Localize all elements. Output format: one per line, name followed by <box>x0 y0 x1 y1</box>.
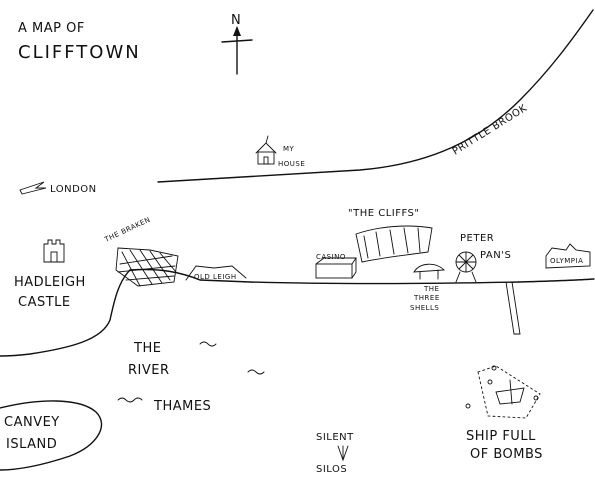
canvey-island-edge <box>0 400 103 471</box>
map-title-line2: CLIFFTOWN <box>18 42 141 63</box>
my-house-label-2: HOUSE <box>278 160 305 168</box>
three-shells-label-3: SHELLS <box>410 304 439 312</box>
river-label-2: RIVER <box>128 363 170 378</box>
olympia-label: OLYMPIA <box>550 257 583 265</box>
coastline <box>129 268 595 285</box>
shipwreck-icon <box>465 365 541 419</box>
hadleigh-label-1: HADLEIGH <box>14 275 86 290</box>
old-leigh-label: OLD LEIGH <box>194 273 237 281</box>
silent-silos-label-2: SILOS <box>316 464 347 475</box>
silent-silos-label-1: SILENT <box>316 432 354 443</box>
three-shells-label-1: THE <box>423 285 439 293</box>
river-label-3: THAMES <box>153 399 211 414</box>
river-label-1: THE <box>133 341 161 356</box>
peter-pans-label-2: PAN'S <box>480 250 511 261</box>
ship-label-1: SHIP FULL <box>466 429 536 444</box>
estuary-edge <box>0 269 131 357</box>
pier-icon <box>505 281 521 335</box>
north-arrow-icon: N <box>221 13 253 75</box>
the-cliffs-label: "THE CLIFFS" <box>348 208 420 219</box>
three-shells-icon <box>413 263 446 280</box>
hadleigh-label-2: CASTLE <box>18 295 71 310</box>
ship-label-2: OF BOMBS <box>470 447 543 462</box>
braken-woods-icon <box>115 247 179 287</box>
olympia-icon <box>545 243 591 269</box>
map-title-line1: A MAP OF <box>18 21 85 36</box>
castle-icon <box>43 239 65 263</box>
cliffs-icon <box>355 225 433 263</box>
casino-icon <box>315 257 357 279</box>
my-house-label-1: MY <box>283 145 295 153</box>
plane-icon <box>19 181 47 195</box>
braken-label: THE BRAKEN <box>103 216 152 245</box>
house-icon <box>255 135 277 165</box>
canvey-label-1: CANVEY <box>4 415 60 430</box>
silos-icon <box>337 445 349 462</box>
london-label: LONDON <box>50 184 97 195</box>
wave-marks <box>117 341 265 403</box>
prittle-brook-label: PRITTLE BROOK <box>451 103 529 158</box>
prittle-brook-line <box>157 9 594 183</box>
old-leigh-icon <box>185 265 247 281</box>
canvey-label-2: ISLAND <box>6 437 57 452</box>
casino-label: CASINO <box>316 253 346 261</box>
ferris-wheel-icon <box>455 251 477 283</box>
compass-label: N <box>231 13 241 28</box>
three-shells-label-2: THREE <box>413 294 440 302</box>
peter-pans-label-1: PETER <box>460 233 494 244</box>
